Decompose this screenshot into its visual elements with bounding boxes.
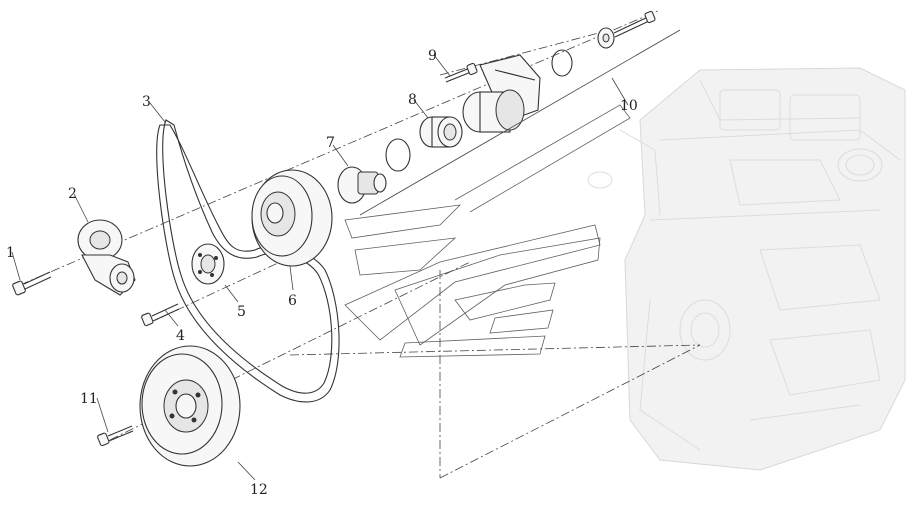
bolt-9 (444, 62, 478, 83)
callout-4: 4 (176, 328, 185, 344)
bolt-11 (97, 425, 134, 447)
callout-8: 8 (408, 92, 417, 108)
tensioner-assembly (77, 219, 136, 296)
bearing (419, 116, 463, 148)
callout-3: 3 (142, 94, 151, 110)
callout-5: 5 (237, 304, 246, 320)
snap-ring (385, 138, 411, 172)
callout-9: 9 (428, 48, 437, 64)
callout-10: 10 (620, 98, 638, 114)
idler-pulley (191, 243, 225, 285)
water-pump-pulley (251, 169, 333, 267)
callout-bracket-10 (359, 29, 681, 216)
callout-6: 6 (288, 293, 297, 309)
leader-lines (11, 54, 451, 481)
crankshaft-pulley (139, 345, 241, 467)
callout-labels: 1 2 3 4 5 6 7 8 9 10 11 12 (6, 48, 638, 498)
callout-2: 2 (68, 186, 77, 202)
callout-11: 11 (80, 391, 98, 407)
watermark-logo (344, 104, 631, 358)
engine-block-ghost (587, 67, 906, 471)
pulley-hub (337, 166, 387, 204)
callout-1: 1 (6, 245, 15, 261)
callout-12: 12 (250, 482, 268, 498)
bolt-1 (12, 271, 52, 296)
callout-7: 7 (326, 135, 335, 151)
drive-belt (156, 119, 340, 403)
pump-housing (462, 54, 541, 133)
rear-hardware (551, 10, 656, 77)
bolt-4 (141, 303, 180, 327)
